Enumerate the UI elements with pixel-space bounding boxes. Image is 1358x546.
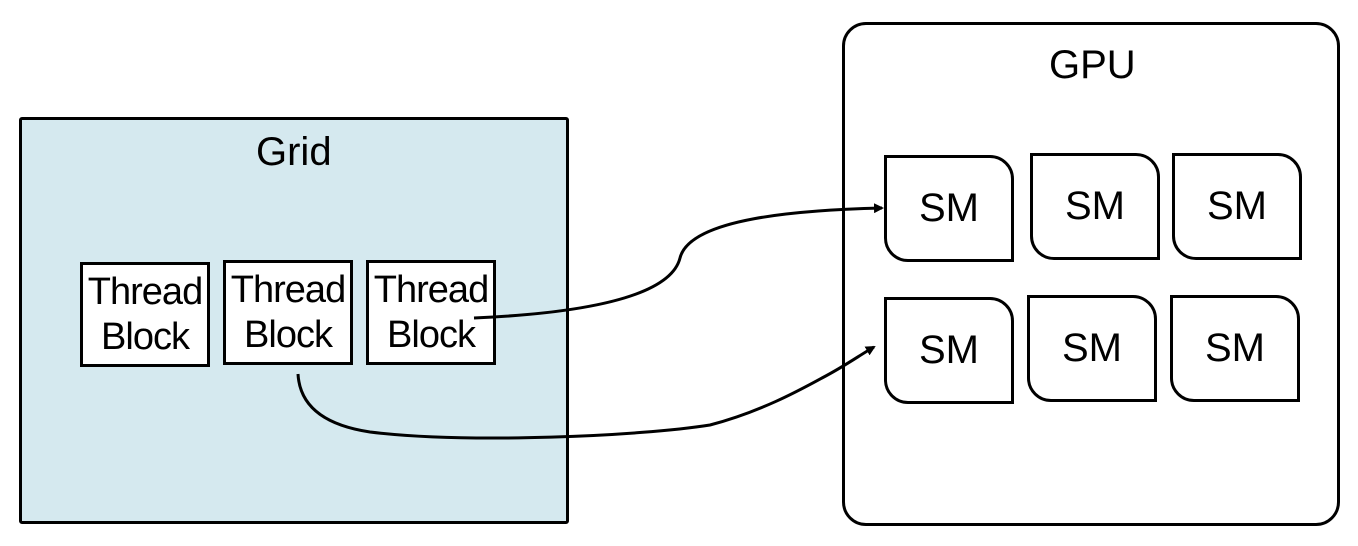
thread-block-2: Thread Block bbox=[223, 260, 353, 365]
sm-4: SM bbox=[884, 297, 1014, 404]
thread-block-3-line1: Thread bbox=[373, 268, 489, 311]
thread-block-1: Thread Block bbox=[80, 262, 210, 367]
thread-block-3: Thread Block bbox=[366, 260, 496, 365]
sm-2: SM bbox=[1030, 153, 1160, 260]
sm-1: SM bbox=[884, 155, 1014, 262]
gpu-title: GPU bbox=[1049, 43, 1136, 87]
grid-title: Grid bbox=[256, 130, 332, 174]
thread-block-1-line1: Thread bbox=[87, 270, 203, 313]
sm-5: SM bbox=[1027, 295, 1157, 402]
gpu-panel: GPU bbox=[842, 22, 1340, 526]
thread-block-1-line2: Block bbox=[101, 315, 190, 358]
thread-block-2-line2: Block bbox=[244, 313, 333, 356]
thread-block-2-line1: Thread bbox=[230, 268, 346, 311]
thread-block-3-line2: Block bbox=[387, 313, 476, 356]
sm-3: SM bbox=[1172, 153, 1302, 260]
sm-6: SM bbox=[1170, 295, 1300, 402]
